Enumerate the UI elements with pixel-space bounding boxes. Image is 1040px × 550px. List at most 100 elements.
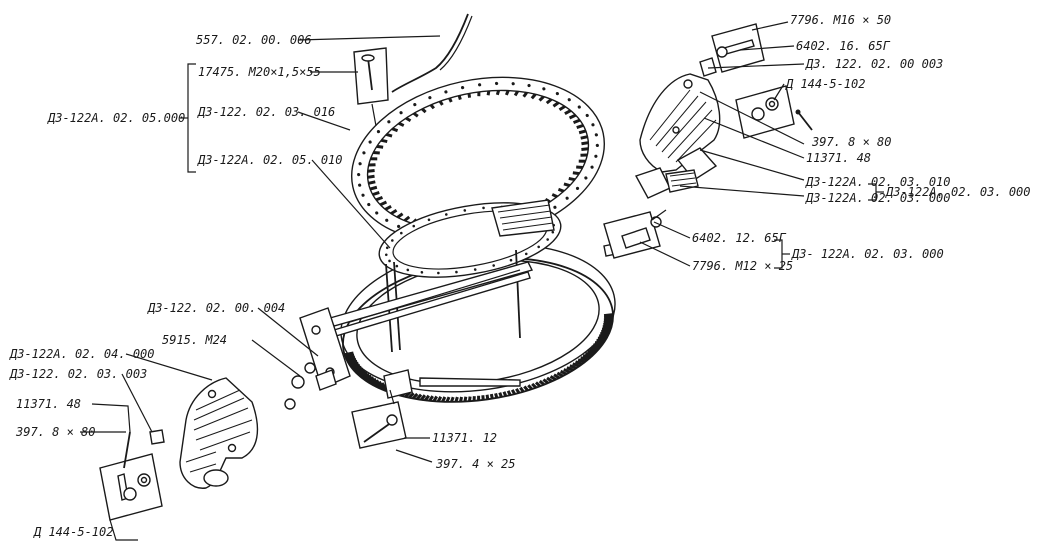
gear-tooth [519,386,525,393]
ring-hole [565,196,569,200]
lower-ring-assembly [299,199,617,403]
gear-tooth [577,358,586,364]
gear-tooth [498,392,503,398]
gear-tooth [450,396,455,403]
ring-hole [367,202,371,207]
gear-tooth [580,356,589,362]
ring-hole [358,162,362,166]
gear-tooth [411,392,419,400]
ring-hole [357,173,361,177]
ring-hole [437,271,440,275]
gear-tooth [545,98,553,105]
gear-tooth [481,395,485,401]
bottom-bolt-box [351,389,407,449]
gear-tooth [603,320,613,324]
label-397-8x80-bot: 397. 8 × 80 [15,425,95,439]
gear-tooth [468,396,472,402]
gear-tooth [373,151,380,155]
gear-tooth [552,101,560,108]
ring-hole [585,113,589,118]
gear-tooth [352,365,362,372]
gear-tooth [379,200,388,207]
ring-hole [428,96,432,100]
gear-tooth [601,329,610,333]
ring-hole [524,252,528,256]
gear-tooth [415,393,423,401]
ring-hole [575,186,580,190]
gear-tooth [403,215,411,222]
gear-tooth [494,392,499,399]
gear-tooth [486,90,491,96]
ring-hole [584,176,588,180]
gear-tooth [504,89,510,96]
gear-tooth [349,361,359,368]
gear-tooth [593,343,602,348]
ring-hole [595,143,599,147]
ring-hole [594,154,598,158]
gear-tooth [538,95,545,102]
gear-tooth [436,395,443,403]
gear-tooth [589,347,598,353]
gear-tooth [566,366,574,372]
ring-hole [384,253,388,257]
gear-tooth [556,371,564,378]
label-11371-48-top: 11371. 48 [806,151,871,165]
gear-tooth [553,373,561,380]
top-right-bracket [634,73,721,199]
gear-tooth [581,141,589,146]
gear-tooth [572,362,580,368]
ring-hole [395,264,399,268]
gear-tooth [429,103,435,110]
gear-tooth [551,193,558,199]
gear-tooth [530,93,537,100]
label-557-02-00-006: 557. 02. 00. 006 [196,33,312,47]
gear-tooth [356,369,366,376]
ring-hole [553,205,557,209]
ring-hole [591,123,595,127]
ring-hole [444,90,448,94]
gear-tooth [576,165,583,169]
label-d3-122a-02-03-000-b: Д3-122А. 02. 03. 000 [805,191,951,205]
gear-tooth [385,132,393,138]
label-d3-122a-02-05-010: Д3-122А. 02. 05. 010 [197,153,343,167]
label-d3-122a-02-03-000-c: Д3- 122А. 02. 03. 000 [791,247,944,261]
gear-tooth [559,369,568,376]
ring-hole [444,213,448,216]
gear-tooth [370,379,380,386]
leader-lines [80,21,884,541]
gear-tooth [384,205,392,211]
gear-tooth [375,195,384,202]
gear-tooth [407,392,415,399]
gear-tooth [506,390,512,396]
gear-tooth [546,376,553,383]
upper-gear-ring [350,76,606,244]
gear-tooth [354,367,364,374]
gear-tooth [373,380,383,388]
gear-tooth [578,159,586,163]
ring-hole [391,239,394,242]
gear-tooth [344,351,354,357]
gear-tooth [376,382,385,389]
gear-tooth [502,391,508,397]
gear-tooth [587,349,596,355]
gear-tooth [600,332,609,336]
ring-hole [406,268,410,272]
gear-tooth [367,169,375,173]
gear-tooth [454,396,459,403]
label-7796-m16: 7796. М16 × 50 [790,13,891,27]
gear-tooth [527,384,533,391]
gear-tooth [370,157,378,161]
left-hardware-box [99,429,165,521]
gear-tooth [368,377,377,385]
curved-pipe [391,13,469,93]
gear-tooth [472,396,476,401]
label-11371-48-bot: 11371. 48 [16,397,81,411]
gear-tooth [563,368,571,374]
gear-tooth [458,396,464,403]
gear-tooth [441,396,447,403]
part-labels: 557. 02. 00. 006 17475. M20×1,5×55 Д3-12… [9,13,1031,539]
gear-tooth [576,123,584,129]
label-d3-122a-02-05-000: Д3-122А. 02. 05.000 [47,111,185,125]
ring-hole [368,140,372,144]
